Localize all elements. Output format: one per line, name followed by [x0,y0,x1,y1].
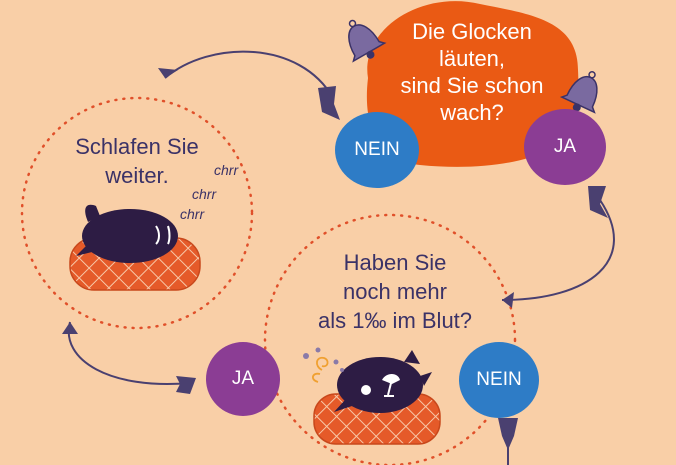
yes-badge-blood [206,342,280,416]
arrow-blood-yes-to-sleep [67,321,191,385]
yes-answer-label: JA [553,136,577,157]
arrow-no-to-sleep [164,50,334,99]
no-badge-wake [335,112,419,188]
sleep-dotted-circle [20,96,254,330]
snore-text: chrr [214,162,239,178]
arrow-head [158,68,178,78]
snore-text: chrr [180,206,205,222]
yes-answer-label: JA [231,368,255,389]
arrow-head [62,322,78,334]
dizzy-dots-icon [303,347,344,372]
arrow-yes-to-blood [501,199,615,301]
bell-icon [348,19,387,63]
arrow-head [502,292,514,308]
dizzy-swirl-icon [312,356,329,383]
blood-question: Haben Sie noch mehr als 1‰ im Blut? [317,250,473,333]
sleep-instruction: Schlafen Sie weiter. [75,134,199,188]
yes-badge-wake [524,109,606,185]
no-badge-blood [459,342,539,418]
bell-icon [559,71,598,114]
wake-question-bubble [366,1,579,167]
pig-sleeping-icon [76,204,178,263]
no-answer-label: NEIN [476,369,522,390]
blood-dotted-circle [263,213,517,465]
pig-drunk-icon [334,350,432,413]
arrow-tail [318,86,340,120]
snore-text: chrr [192,186,217,202]
arrow-tail [588,186,608,218]
arrow-tail [176,376,196,394]
wake-question: Die Glocken läuten, sind Sie schon wach? [400,19,544,125]
no-answer-label: NEIN [354,139,400,160]
arrow-tail [498,418,518,450]
